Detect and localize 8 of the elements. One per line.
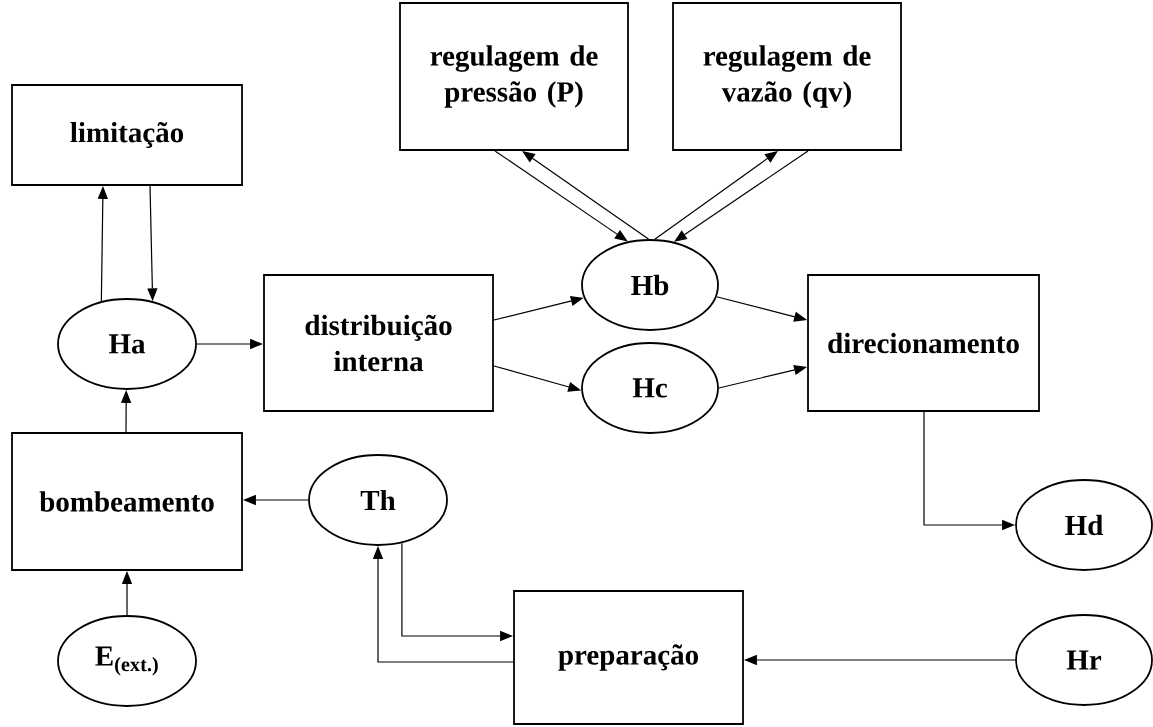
process-box: distribuição interna — [263, 274, 494, 412]
process-box: regulagem de pressão (P) — [399, 2, 629, 151]
process-box: preparação — [513, 590, 744, 725]
arrow — [494, 150, 628, 242]
process-box: regulagem de vazão (qv) — [672, 2, 902, 151]
process-box: limitação — [11, 84, 243, 186]
process-box: bombeamento — [11, 432, 243, 571]
process-box: direcionamento — [807, 274, 1040, 412]
